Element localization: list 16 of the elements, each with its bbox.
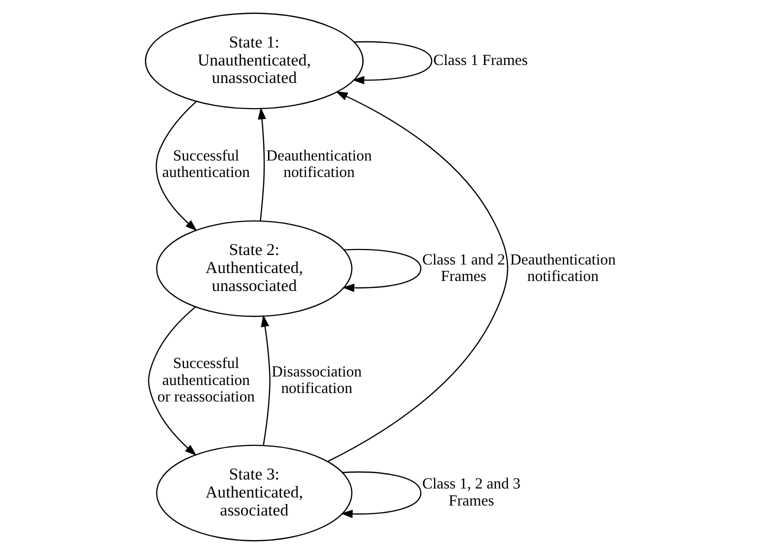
arrow	[352, 41, 432, 84]
edge-label: Disassociation notification	[271, 364, 362, 398]
arrow	[342, 248, 421, 292]
arrow	[328, 91, 508, 462]
arrow	[260, 314, 270, 446]
edge-label: Deauthentication notification	[266, 148, 372, 182]
arrow	[155, 101, 197, 232]
edge-label: Successful authentication or reassociation	[156, 355, 254, 406]
edge-label: Class 1 Frames	[432, 52, 528, 70]
edge-label: Deauthentication notification	[510, 251, 616, 286]
edge-label: Class 1, 2 and 3 Frames	[422, 476, 520, 510]
arrow	[148, 306, 196, 456]
edge-label: Successful authentication	[162, 148, 250, 182]
edge-label: Class 1 and 2 Frames	[422, 251, 505, 286]
arrow	[340, 472, 421, 518]
arrow	[257, 107, 266, 221]
